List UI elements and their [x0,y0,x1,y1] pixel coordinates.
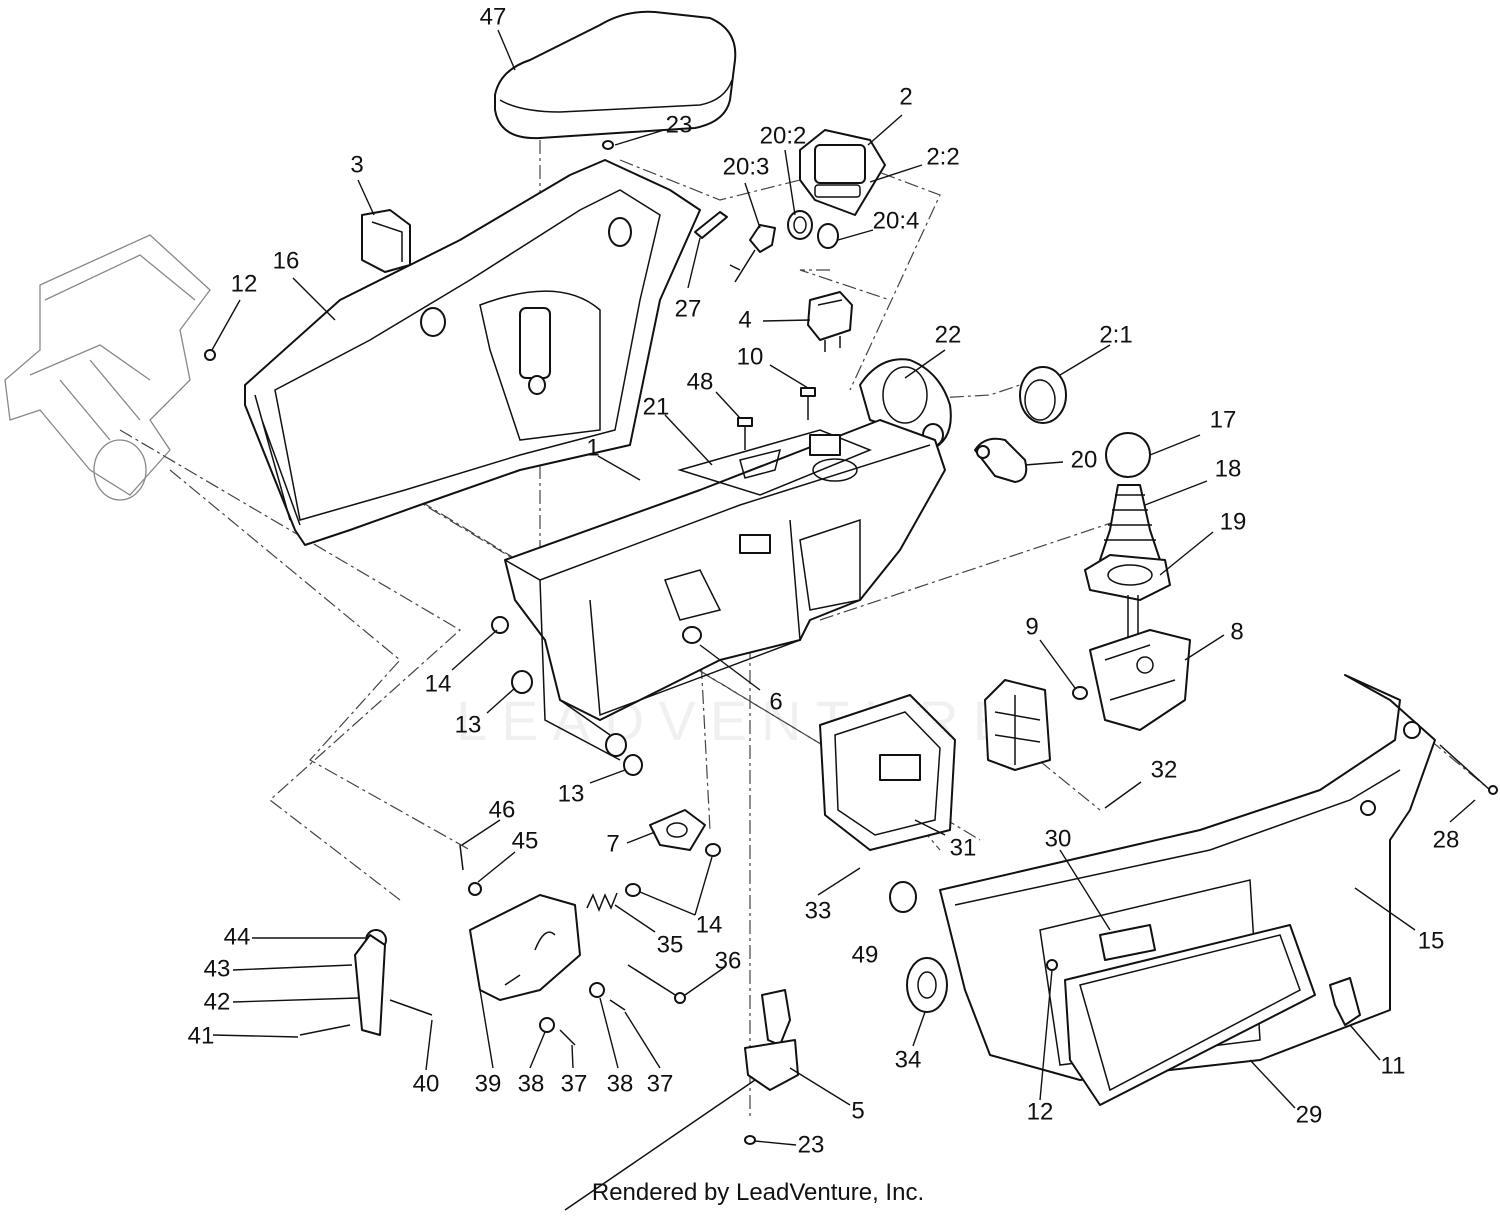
callout-38-left: 38 [518,1070,545,1097]
callout-12-upper: 12 [231,270,258,297]
callout-20-4: 20:4 [873,207,920,234]
strip-27 [694,211,728,239]
small-hardware-right [1046,744,1498,1026]
leader-lines [211,29,1476,1146]
linkage-assembly [299,929,433,1036]
callout-37-left: 37 [561,1070,588,1097]
callout-14-mid: 14 [425,670,452,697]
switch-3 [361,209,411,273]
joystick-assembly [1084,432,1171,601]
callout-36: 36 [715,947,742,974]
callout-1: 1 [586,434,599,461]
callout-17: 17 [1210,406,1237,433]
bezel-2-1 [1019,366,1067,424]
callout-18: 18 [1215,455,1242,482]
callout-5: 5 [851,1097,864,1124]
callout-16: 16 [273,247,300,274]
callout-42: 42 [204,988,231,1015]
ghost-frame [4,234,211,501]
callout-38-right: 38 [607,1070,634,1097]
ignition-switch [974,437,1028,483]
screw-12-upper [204,349,216,361]
display-unit [799,129,886,216]
callout-2-2: 2:2 [926,143,959,170]
rod-36 [627,964,686,1004]
callout-3: 3 [350,151,363,178]
callout-14-low: 14 [696,911,723,938]
callout-44: 44 [224,923,251,950]
callout-22: 22 [935,321,962,348]
armrest-pad [494,10,737,140]
callout-45: 45 [512,827,539,854]
callout-32: 32 [1151,756,1178,783]
callout-20-3: 20:3 [723,153,770,180]
callout-9: 9 [1025,613,1038,640]
bracket-39 [469,894,581,1001]
bolts-37-38 [539,982,626,1046]
nuts-23 [602,140,756,1145]
callout-20-2: 20:2 [760,122,807,149]
pin-washer-46-45 [459,844,482,896]
bracket-7 [625,809,721,897]
callout-23-top: 23 [666,111,693,138]
callout-2-1: 2:1 [1099,321,1132,348]
label-30 [1099,924,1156,961]
callout-49: 49 [852,941,879,968]
callout-6: 6 [769,688,782,715]
callout-37-right: 37 [647,1070,674,1097]
callout-35: 35 [657,931,684,958]
callout-13-mid: 13 [455,711,482,738]
joystick-base [1089,595,1191,731]
footer-credit: Rendered by LeadVenture, Inc. [592,1179,924,1206]
callout-43: 43 [204,955,231,982]
callout-7: 7 [606,830,619,857]
callout-10: 10 [737,343,764,370]
callout-34: 34 [895,1046,922,1073]
callout-8: 8 [1230,618,1243,645]
callout-21: 21 [643,393,670,420]
rocker-switch [807,291,853,352]
callout-13-low: 13 [558,780,585,807]
callout-48: 48 [687,368,714,395]
spring-35 [586,892,618,913]
callout-29: 29 [1296,1101,1323,1128]
side-panel [244,159,701,546]
callout-40: 40 [413,1070,440,1097]
callout-41: 41 [188,1022,215,1049]
bushings [889,881,948,1013]
callout-23-low: 23 [798,1131,825,1158]
console-frame [504,419,946,761]
callout-28: 28 [1433,826,1460,853]
grommets [491,616,643,776]
callout-39: 39 [475,1070,502,1097]
callout-12-low: 12 [1027,1098,1054,1125]
callout-31: 31 [950,834,977,861]
callout-46: 46 [489,796,516,823]
callout-2: 2 [899,83,912,110]
ignition-key [729,224,776,283]
callout-19: 19 [1220,508,1247,535]
callout-4: 4 [738,306,751,333]
callouts: 47 23 2 20:2 2:2 20:3 20:4 3 16 12 27 4 … [188,3,1460,1158]
bezel-rings [787,210,839,249]
relay-block [984,679,1051,771]
callout-27: 27 [675,295,702,322]
connector-6 [682,626,702,644]
callout-47: 47 [480,3,507,30]
screws-48-10 [737,387,816,450]
mounting-plate [859,358,952,451]
callout-11: 11 [1381,1052,1406,1079]
controller-module [819,694,956,851]
callout-30: 30 [1045,825,1072,852]
callout-33: 33 [805,897,832,924]
callout-20: 20 [1071,446,1098,473]
lower-panel [939,674,1436,1081]
shift-lever [564,989,799,1211]
cover-29 [1064,924,1316,1106]
nut-9 [1072,686,1088,700]
callout-15: 15 [1418,927,1445,954]
